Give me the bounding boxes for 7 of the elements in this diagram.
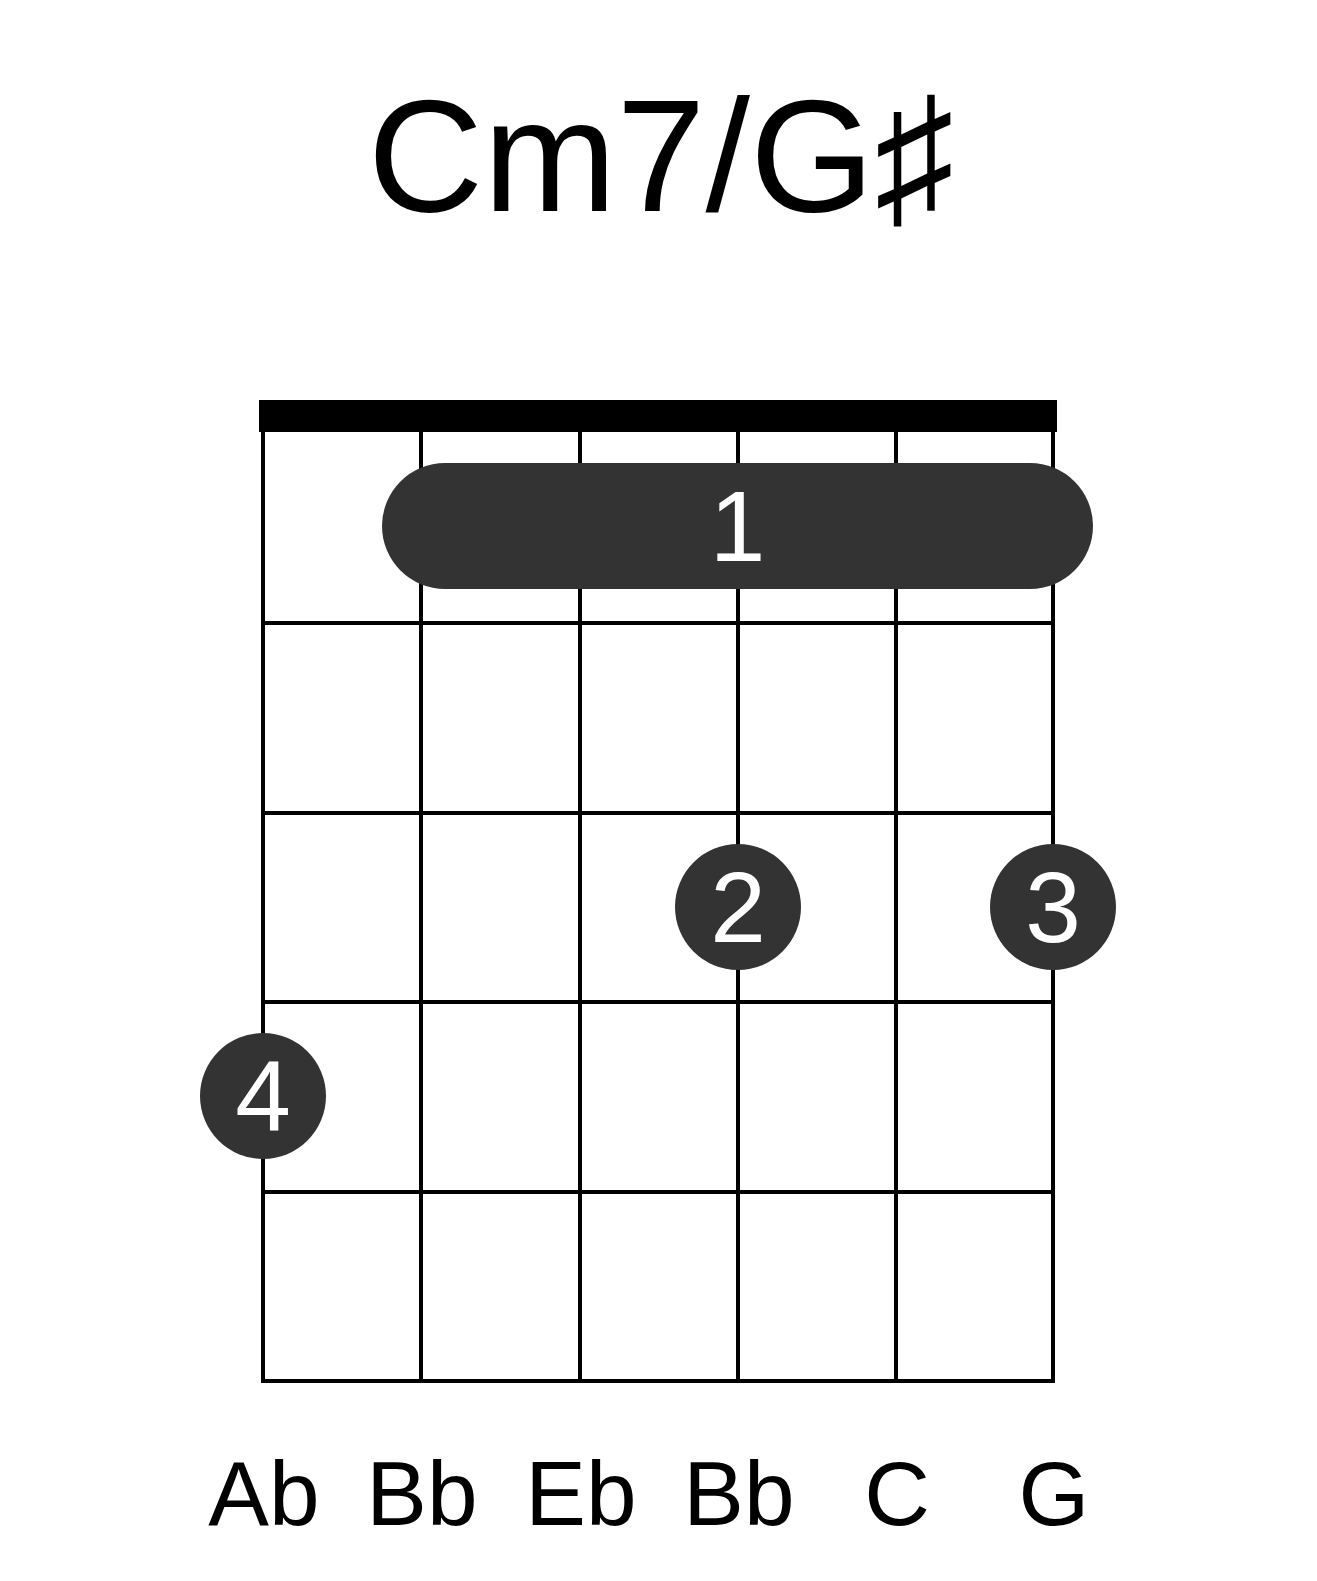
note-label: Bb [366,1448,478,1539]
note-label: Ab [208,1448,320,1539]
note-label: Bb [683,1448,795,1539]
note-label: C [864,1448,930,1539]
note-label: G [1018,1448,1090,1539]
chord-title: Cm7/G♯ [367,76,955,236]
note-label: Eb [525,1448,637,1539]
